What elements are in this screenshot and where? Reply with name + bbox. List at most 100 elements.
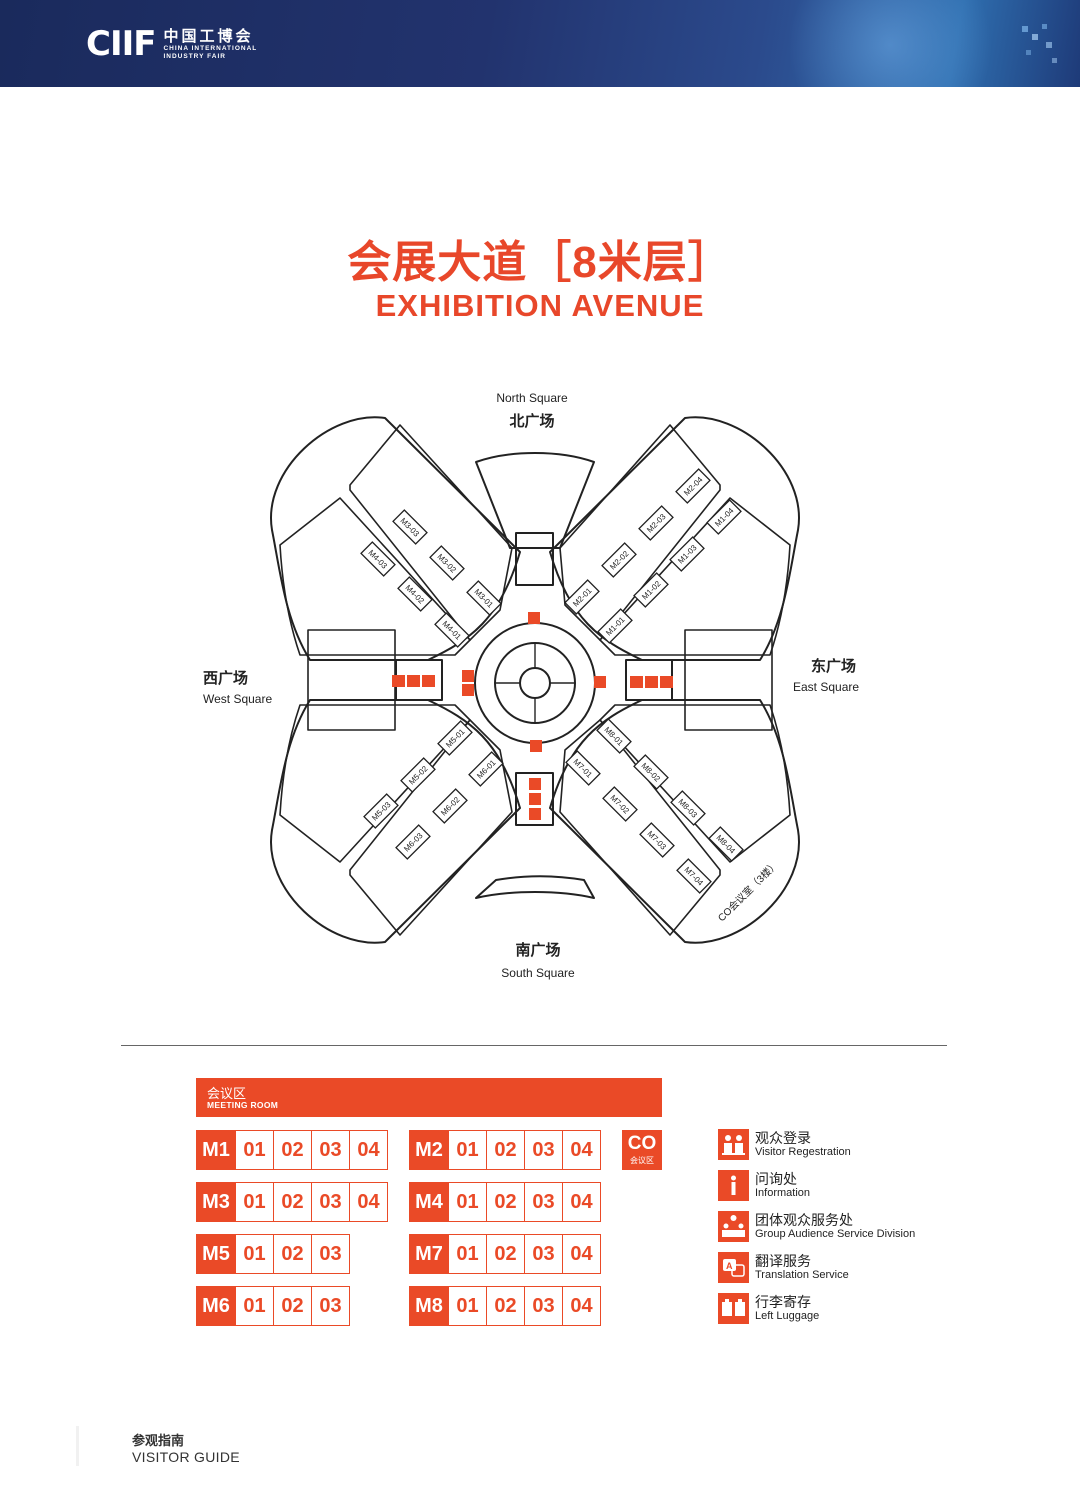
rotunda-spokes (495, 643, 575, 723)
room-label-m8-02[interactable]: M8-02 (633, 754, 669, 790)
room-label-m1-02[interactable]: M1-02 (633, 572, 669, 608)
room-cell[interactable]: 01 (448, 1131, 486, 1169)
room-cell[interactable]: 02 (486, 1183, 524, 1221)
room-label-m2-02[interactable]: M2-02 (601, 542, 637, 578)
room-cell[interactable]: 02 (273, 1235, 311, 1273)
room-label-box (596, 718, 632, 754)
room-cell[interactable]: 02 (273, 1183, 311, 1221)
room-cell[interactable]: 01 (235, 1131, 273, 1169)
information-icon (718, 1170, 749, 1201)
room-label-m8-04[interactable]: M8-04 (708, 826, 744, 862)
room-cell[interactable]: 02 (486, 1131, 524, 1169)
room-label-m6-03[interactable]: M6-03 (395, 824, 431, 860)
room-cell[interactable]: 03 (311, 1287, 349, 1325)
room-cell[interactable]: 01 (235, 1183, 273, 1221)
west-square-cn: 西广场 (203, 669, 248, 687)
room-cell[interactable]: 04 (562, 1183, 600, 1221)
room-label-m7-02[interactable]: M7-02 (602, 786, 638, 822)
meeting-row-m4: M4 01 02 03 04 (409, 1182, 601, 1222)
meeting-room-en: MEETING ROOM (207, 1100, 279, 1110)
room-cell[interactable]: 04 (349, 1131, 387, 1169)
room-cell[interactable]: 03 (311, 1235, 349, 1273)
info-marker-north (528, 612, 540, 624)
room-cell[interactable]: 01 (448, 1183, 486, 1221)
footer-en: VISITOR GUIDE (132, 1449, 240, 1465)
room-label-m7-01[interactable]: M7-01 (565, 750, 601, 786)
room-label-box (565, 750, 601, 786)
legend-en: Information (755, 1187, 811, 1199)
room-label-m5-01[interactable]: M5-01 (437, 720, 473, 756)
room-cell[interactable]: 04 (562, 1287, 600, 1325)
room-label-m8-03[interactable]: M8-03 (670, 790, 706, 826)
room-label-box (670, 790, 706, 826)
room-cell[interactable]: 03 (524, 1183, 562, 1221)
room-cell[interactable]: 03 (311, 1183, 349, 1221)
legend-en: Group Audience Service Division (755, 1228, 916, 1240)
legend-cn: 观众登录 (755, 1130, 811, 1146)
room-label-m6-02[interactable]: M6-02 (432, 788, 468, 824)
room-label-m4-01[interactable]: M4-01 (434, 612, 470, 648)
co-meeting-box[interactable]: CO 会议区 (622, 1130, 662, 1170)
co-big: CO (627, 1133, 657, 1154)
visitor-registration-icon (718, 1129, 749, 1160)
footer-bar (76, 1426, 79, 1466)
room-label-box (437, 720, 473, 756)
room-cell[interactable]: 02 (486, 1235, 524, 1273)
room-label-m7-04[interactable]: M7-04 (676, 858, 712, 894)
room-cell[interactable]: 03 (524, 1131, 562, 1169)
room-label-box (429, 545, 465, 581)
room-label-m5-03[interactable]: M5-03 (363, 793, 399, 829)
room-label-m3-02[interactable]: M3-02 (429, 545, 465, 581)
room-label-m7-03[interactable]: M7-03 (639, 822, 675, 858)
footer-cn: 参观指南 (132, 1433, 185, 1448)
room-cell[interactable]: 04 (562, 1235, 600, 1273)
room-cell[interactable]: 04 (349, 1183, 387, 1221)
translation-icon: A (718, 1252, 749, 1283)
room-cell[interactable]: 01 (235, 1235, 273, 1273)
room-cell[interactable]: 04 (562, 1131, 600, 1169)
floor-map: North Square 北广场 南广场 South Square 西广场 We… (203, 391, 859, 980)
room-label-m2-04[interactable]: M2-04 (675, 468, 711, 504)
room-label-m3-03[interactable]: M3-03 (392, 509, 428, 545)
page-title-en: EXHIBITION AVENUE (375, 288, 705, 323)
room-cell[interactable]: 01 (235, 1287, 273, 1325)
room-cell[interactable]: 03 (524, 1287, 562, 1325)
south-connector (475, 875, 595, 899)
room-label-box (434, 612, 470, 648)
room-label-m2-01[interactable]: M2-01 (564, 579, 600, 615)
rotunda-outer (474, 622, 596, 744)
room-label-box (633, 572, 669, 608)
room-label-m3-01[interactable]: M3-01 (466, 580, 502, 616)
room-label-m2-03[interactable]: M2-03 (638, 505, 674, 541)
room-cell[interactable]: 03 (311, 1131, 349, 1169)
room-cell[interactable]: 02 (273, 1131, 311, 1169)
room-label-m8-01[interactable]: M8-01 (596, 718, 632, 754)
header-glow (760, 0, 1020, 87)
room-label-m5-02[interactable]: M5-02 (400, 757, 436, 793)
room-cell[interactable]: 01 (448, 1235, 486, 1273)
east-marker-2 (645, 676, 658, 688)
logo-en-line1: CHINA INTERNATIONAL (163, 45, 258, 52)
room-label-box (601, 542, 637, 578)
logo-cn: 中国工博会 (163, 28, 254, 45)
room-label-m4-03[interactable]: M4-03 (360, 541, 396, 577)
south-square-en: South Square (501, 966, 575, 980)
room-cell[interactable]: 02 (486, 1287, 524, 1325)
info-marker-east (594, 676, 606, 688)
room-label-m4-02[interactable]: M4-02 (397, 576, 433, 612)
room-label-m6-01[interactable]: M6-01 (468, 751, 504, 787)
south-marker-3 (529, 808, 541, 820)
info-marker-west (462, 684, 474, 696)
hall-label: M3 (197, 1183, 235, 1221)
room-cell[interactable]: 01 (448, 1287, 486, 1325)
room-label-box (468, 751, 504, 787)
room-label-m1-04[interactable]: M1-04 (706, 499, 742, 535)
legend-cn: 行李寄存 (755, 1294, 811, 1310)
meeting-row-m1: M1 01 02 03 04 (196, 1130, 388, 1170)
room-cell[interactable]: 02 (273, 1287, 311, 1325)
room-label-m1-03[interactable]: M1-03 (669, 536, 705, 572)
room-label-m1-01[interactable]: M1-01 (597, 608, 633, 644)
north-core (515, 532, 554, 586)
room-cell[interactable]: 03 (524, 1235, 562, 1273)
ciif-logo[interactable]: CIIF 中国工博会 CHINA INTERNATIONAL INDUSTRY … (86, 26, 257, 62)
